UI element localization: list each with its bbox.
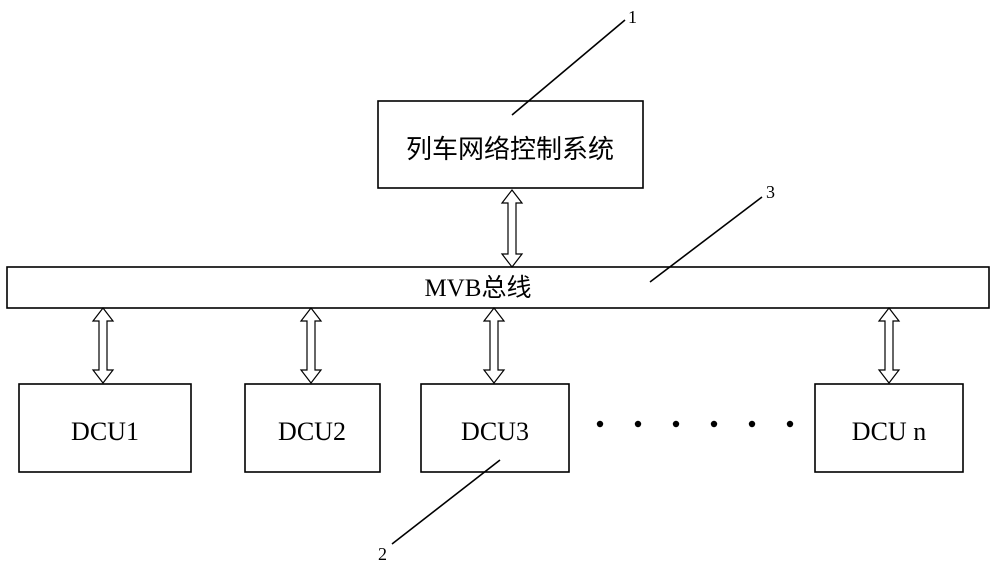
ellipsis-dot <box>596 420 604 428</box>
dcu-3-box <box>420 383 570 473</box>
dcu-2-label: DCU2 <box>278 417 346 446</box>
dcu-1-box <box>18 383 192 473</box>
ellipsis-dots <box>596 420 794 428</box>
ref-1-label: 1 <box>628 7 637 27</box>
train-network-control-system-label: 列车网络控制系统 <box>406 135 614 164</box>
ref-3-leader-line <box>649 196 763 283</box>
mvb-bus-label: MVB总线 <box>425 274 532 302</box>
bus-dcu2-double-arrow <box>299 307 323 384</box>
ellipsis-dot <box>710 420 718 428</box>
bus-dcu1-double-arrow <box>91 307 115 384</box>
bus-dcu3-double-arrow <box>482 307 506 384</box>
dcu-n-label: DCU n <box>852 417 926 446</box>
ellipsis-dot <box>786 420 794 428</box>
train-network-control-system-box <box>377 100 644 189</box>
ellipsis-dot <box>672 420 680 428</box>
ellipsis-dot <box>748 420 756 428</box>
dcu-2-box <box>244 383 381 473</box>
dcu-3-label: DCU3 <box>461 417 529 446</box>
ref-1-leader-line <box>511 19 626 116</box>
dcu-1-label: DCU1 <box>71 417 139 446</box>
mvb-bus-bar <box>6 266 990 309</box>
system-bus-double-arrow <box>500 189 524 268</box>
ref-3-label: 3 <box>766 182 775 202</box>
dcu-n-box <box>814 383 964 473</box>
ref-2-label: 2 <box>378 544 387 564</box>
bus-dcun-double-arrow <box>877 307 901 384</box>
ref-2-leader-line <box>391 459 501 545</box>
ellipsis-dot <box>634 420 642 428</box>
